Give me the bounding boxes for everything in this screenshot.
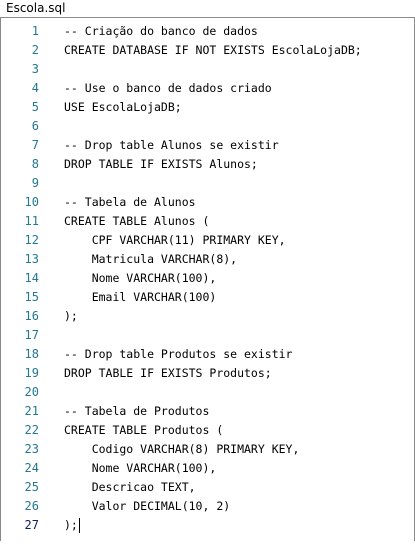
code-line[interactable]: 26 Valor DECIMAL(10, 2) (1, 497, 414, 516)
code-line[interactable]: 20 (1, 383, 414, 402)
code-text[interactable]: -- Drop table Alunos se existir (64, 138, 279, 152)
line-number: 18 (24, 347, 39, 361)
code-line[interactable]: 1 -- Criação do banco de dados (1, 22, 414, 41)
line-number: 25 (24, 480, 39, 494)
line-number: 19 (24, 366, 39, 380)
code-text[interactable]: -- Tabela de Produtos (64, 404, 210, 418)
code-lines: 1 -- Criação do banco de dados 2 CREATE DAT… (1, 22, 414, 535)
code-line[interactable]: 6 (1, 117, 414, 136)
code-line[interactable]: 12 CPF VARCHAR(11) PRIMARY KEY, (1, 231, 414, 250)
line-number: 23 (24, 442, 39, 456)
code-line[interactable]: 13 Matricula VARCHAR(8), (1, 250, 414, 269)
file-tab-title[interactable]: Escola.sql (6, 1, 66, 15)
code-line[interactable]: 22 CREATE TABLE Produtos ( (1, 421, 414, 440)
code-text[interactable]: CREATE TABLE Produtos ( (64, 423, 224, 437)
line-number: 8 (31, 157, 39, 171)
line-number: 5 (31, 100, 39, 114)
line-number: 2 (31, 43, 39, 57)
code-line[interactable]: 10 -- Tabela de Alunos (1, 193, 414, 212)
code-text[interactable]: DROP TABLE IF EXISTS Alunos; (64, 157, 258, 171)
code-line[interactable]: 24 Nome VARCHAR(100), (1, 459, 414, 478)
code-line[interactable]: 21 -- Tabela de Produtos (1, 402, 414, 421)
code-line[interactable]: 7 -- Drop table Alunos se existir (1, 136, 414, 155)
code-text[interactable]: Valor DECIMAL(10, 2) (64, 499, 231, 513)
line-number: 3 (31, 62, 39, 76)
line-number: 17 (24, 328, 39, 342)
line-number: 26 (24, 499, 39, 513)
line-number: 7 (31, 138, 39, 152)
line-number: 24 (24, 461, 39, 475)
code-line[interactable]: 23 Codigo VARCHAR(8) PRIMARY KEY, (1, 440, 414, 459)
code-line[interactable]: 19 DROP TABLE IF EXISTS Produtos; (1, 364, 414, 383)
code-text[interactable]: USE EscolaLojaDB; (64, 100, 182, 114)
code-text[interactable]: -- Drop table Produtos se existir (64, 347, 293, 361)
line-number: 21 (24, 404, 39, 418)
code-text[interactable]: DROP TABLE IF EXISTS Produtos; (64, 366, 272, 380)
code-text[interactable]: ); (64, 309, 78, 323)
code-text[interactable]: -- Tabela de Alunos (64, 195, 196, 209)
code-text[interactable]: -- Criação do banco de dados (64, 24, 258, 38)
code-line[interactable]: 4 -- Use o banco de dados criado (1, 79, 414, 98)
code-line[interactable]: 3 (1, 60, 414, 79)
line-number: 27 (24, 518, 39, 532)
code-text[interactable]: CPF VARCHAR(11) PRIMARY KEY, (64, 233, 286, 247)
code-text[interactable]: CREATE TABLE Alunos ( (64, 214, 210, 228)
code-text[interactable]: Descricao TEXT, (64, 480, 196, 494)
code-text[interactable]: Matricula VARCHAR(8), (64, 252, 238, 266)
line-number: 1 (31, 24, 39, 38)
bottom-strip (0, 541, 415, 549)
code-editor[interactable]: 1 -- Criação do banco de dados 2 CREATE DAT… (0, 17, 415, 542)
code-text[interactable]: Email VARCHAR(100) (64, 290, 217, 304)
code-line[interactable]: 15 Email VARCHAR(100) (1, 288, 414, 307)
code-line[interactable]: 11 CREATE TABLE Alunos ( (1, 212, 414, 231)
line-number: 4 (31, 81, 39, 95)
code-text[interactable]: -- Use o banco de dados criado (64, 81, 272, 95)
line-number: 16 (24, 309, 39, 323)
code-text[interactable]: Nome VARCHAR(100), (64, 271, 217, 285)
code-line[interactable]: 14 Nome VARCHAR(100), (1, 269, 414, 288)
line-number: 13 (24, 252, 39, 266)
code-line[interactable]: 16); (1, 307, 414, 326)
code-line[interactable]: 18 -- Drop table Produtos se existir (1, 345, 414, 364)
line-number: 10 (24, 195, 39, 209)
line-number: 6 (31, 119, 39, 133)
tab-bar: Escola.sql (0, 0, 415, 19)
code-text[interactable]: CREATE DATABASE IF NOT EXISTS EscolaLoja… (64, 43, 362, 57)
code-text[interactable]: Codigo VARCHAR(8) PRIMARY KEY, (64, 442, 300, 456)
code-line[interactable]: 27); (1, 516, 414, 535)
line-number: 15 (24, 290, 39, 304)
code-line[interactable]: 2 CREATE DATABASE IF NOT EXISTS EscolaLoj… (1, 41, 414, 60)
text-cursor (79, 518, 80, 533)
code-line[interactable]: 17 (1, 326, 414, 345)
code-line[interactable]: 9 (1, 174, 414, 193)
code-line[interactable]: 5 USE EscolaLojaDB; (1, 98, 414, 117)
code-text[interactable]: Nome VARCHAR(100), (64, 461, 217, 475)
line-number: 14 (24, 271, 39, 285)
line-number: 22 (24, 423, 39, 437)
line-number: 20 (24, 385, 39, 399)
code-line[interactable]: 8 DROP TABLE IF EXISTS Alunos; (1, 155, 414, 174)
line-number: 12 (24, 233, 39, 247)
code-line[interactable]: 25 Descricao TEXT, (1, 478, 414, 497)
line-number: 9 (31, 176, 39, 190)
line-number: 11 (24, 214, 39, 228)
code-text[interactable]: ); (64, 518, 78, 532)
